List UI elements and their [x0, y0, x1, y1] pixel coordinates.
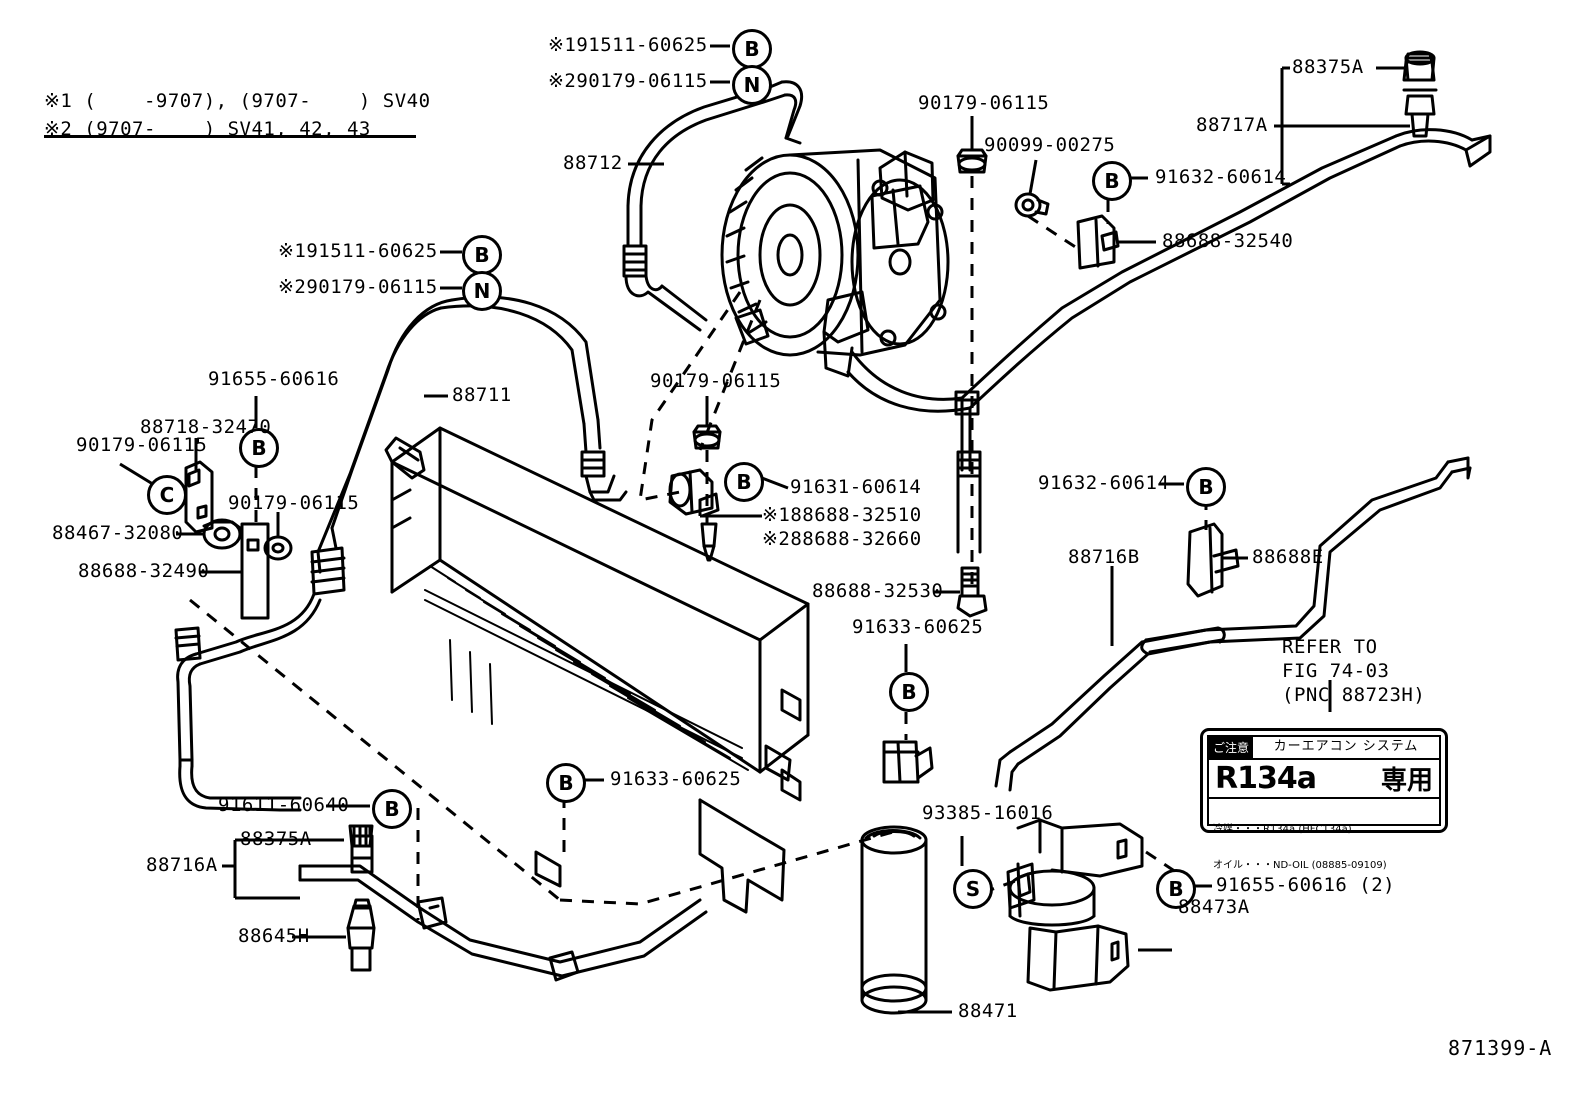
label-88688-32490: 88688-32490: [78, 560, 210, 582]
variant-note-block: ※1 ( -9707), (9707- ) SV40 ※2 (9707- ) S…: [44, 90, 431, 140]
bubble-b-91655: B: [239, 428, 279, 468]
label-90179-06115-compressor: 90179-06115: [918, 92, 1050, 114]
label-90179-06115-left-b: 90179-06115: [228, 492, 360, 514]
bubble-s-93385: S: [953, 869, 993, 909]
label-90179-06115-top: ※290179-06115: [548, 70, 708, 92]
label-88375A-bottom: 88375A: [240, 828, 312, 850]
refrigerant-detail-line: 冷媒・・・R134a (HFC134a): [1213, 824, 1352, 835]
label-88688-32510: ※188688-32510: [762, 504, 922, 526]
label-90179-06115-center: 90179-06115: [650, 370, 782, 392]
label-91632-60614-top: 91632-60614: [1155, 166, 1287, 188]
system-word: カーエアコン システム: [1273, 739, 1419, 754]
bubble-n-top: N: [732, 65, 772, 105]
r134a-caution-label: ご注意 カーエアコン システム R134a 専用 冷媒・・・R134a (HFC…: [1200, 728, 1448, 871]
label-91631-60614: 91631-60614: [790, 476, 922, 498]
bubble-b-91633-lower: B: [546, 763, 586, 803]
label-88375A-top: 88375A: [1292, 56, 1364, 78]
label-88688-32540: 88688-32540: [1162, 230, 1294, 252]
bubble-b-top-1: B: [732, 29, 772, 69]
label-91633-60625-lower: 91633-60625: [610, 768, 742, 790]
label-93385-16016: 93385-16016: [922, 802, 1054, 824]
bubble-b-91632-right: B: [1186, 467, 1226, 507]
label-90099-00275: 90099-00275: [984, 134, 1116, 156]
variant-note-underline: [44, 135, 416, 138]
label-88688-32530: 88688-32530: [812, 580, 944, 602]
label-91611-60640: 91611-60640: [218, 794, 350, 816]
exclusive-word: 専用: [1380, 766, 1433, 796]
bubble-b-91655-2: B: [1156, 869, 1196, 909]
label-88645H: 88645H: [238, 925, 310, 947]
label-88688-32660: ※288688-32660: [762, 528, 922, 550]
label-91511-60625-top: ※191511-60625: [548, 34, 708, 56]
label-88473A: 88473A: [1178, 896, 1250, 918]
label-88718-32470: 88718-32470: [140, 416, 272, 438]
label-88717A: 88717A: [1196, 114, 1268, 136]
bubble-b-91633-center: B: [889, 672, 929, 712]
refrigerant-type: R134a: [1215, 761, 1317, 796]
bubble-b-left-1: B: [462, 235, 502, 275]
oil-detail-line: オイル・・・ND-OIL (08885-09109): [1213, 860, 1387, 871]
bubble-n-left: N: [462, 271, 502, 311]
label-90179-06115-left-a: 90179-06115: [76, 434, 208, 456]
label-91511-60625-left: ※191511-60625: [278, 240, 438, 262]
caution-word: ご注意: [1209, 737, 1254, 758]
label-91655-60616-qty2: 91655-60616 (2): [1216, 874, 1396, 896]
label-90179-06115-left: ※290179-06115: [278, 276, 438, 298]
label-refer-to-fig: REFER TO FIG 74-03 (PNC 88723H): [1282, 636, 1426, 706]
figure-number: 871399-A: [1448, 1036, 1553, 1060]
bubble-b-91632-top: B: [1092, 161, 1132, 201]
label-88712: 88712: [563, 152, 623, 174]
label-88688E: 88688E: [1252, 546, 1324, 568]
label-88471: 88471: [958, 1000, 1018, 1022]
bubble-b-91631: B: [724, 462, 764, 502]
label-91633-60625-center: 91633-60625: [852, 616, 984, 638]
label-88716B: 88716B: [1068, 546, 1140, 568]
label-88711: 88711: [452, 384, 512, 406]
label-88467-32080: 88467-32080: [52, 522, 184, 544]
bubble-b-91611: B: [372, 789, 412, 829]
label-88716A: 88716A: [146, 854, 218, 876]
bubble-c-left: C: [147, 475, 187, 515]
label-91655-60616: 91655-60616: [208, 368, 340, 390]
label-91632-60614-right: 91632-60614: [1038, 472, 1170, 494]
